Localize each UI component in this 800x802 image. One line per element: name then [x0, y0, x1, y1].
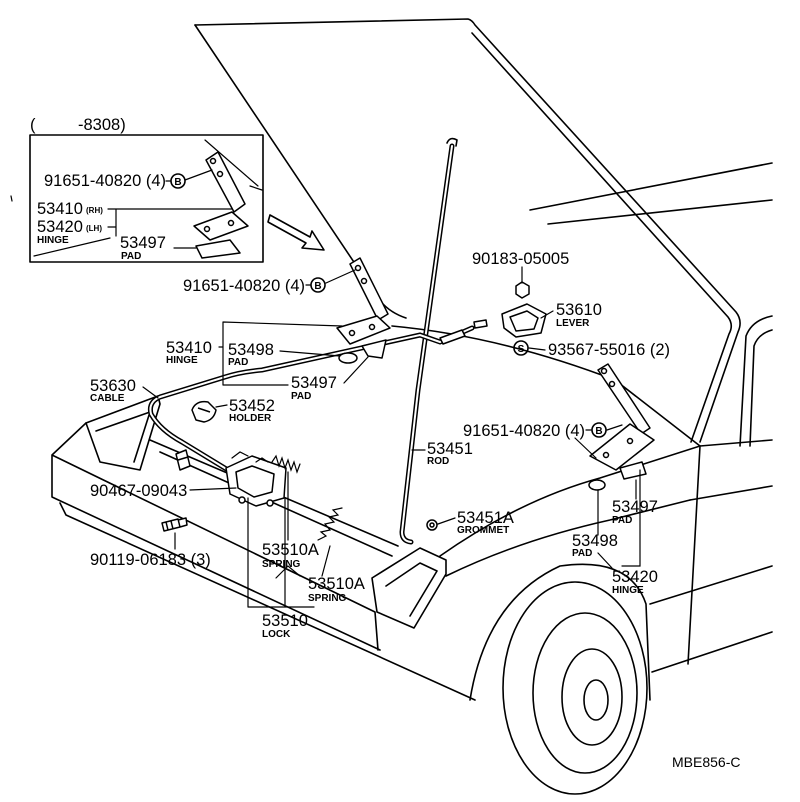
inset-hinge-lh-side: (LH) — [86, 224, 102, 233]
cowl-line — [391, 325, 701, 447]
bolt-right-mark-letter: B — [595, 426, 602, 437]
inset-hinge — [193, 151, 249, 241]
lever-part: 53610 — [556, 301, 602, 319]
spring-upper-name: SPRING — [262, 559, 301, 570]
spring-upper — [271, 454, 301, 474]
bolt-left-mark-letter: B — [314, 281, 321, 292]
pad-53497-left — [361, 339, 387, 359]
inset-bolt-part: 91651-40820 (4) — [44, 172, 166, 190]
inset-bolt-mark-letter: B — [174, 177, 181, 188]
inset-leaders — [107, 169, 233, 249]
inset-range-open: ( — [30, 116, 36, 134]
cable-name: CABLE — [90, 393, 125, 404]
right-headlight — [371, 547, 447, 629]
inset-pad-name: PAD — [121, 251, 141, 262]
pad-53497-left-part: 53497 — [291, 374, 337, 392]
front-wheel — [502, 581, 648, 795]
spring-lower-name: SPRING — [308, 593, 347, 604]
cable-holder — [191, 400, 217, 423]
lever-name: LEVER — [556, 318, 590, 329]
right-fender — [439, 445, 701, 577]
grommet — [426, 519, 438, 531]
bolt-90119 — [161, 517, 188, 532]
left-hinge — [336, 257, 391, 345]
bolt-90183 — [515, 281, 530, 299]
hood-lock — [225, 451, 287, 507]
hinge-53410-part: 53410 — [166, 339, 212, 357]
pad-53498-right-name: PAD — [572, 548, 592, 559]
cable-part: 53630 — [90, 377, 136, 395]
inset-bolt-mark: B — [170, 173, 186, 189]
grommet-name: GROMMET — [457, 525, 509, 536]
front-bumper — [51, 422, 476, 701]
pointer-arrow — [267, 214, 325, 251]
inset-range-close: -8308) — [78, 116, 126, 134]
hinge-53410-name: HINGE — [166, 355, 198, 366]
holder-name: HOLDER — [229, 413, 272, 424]
rod — [399, 137, 458, 545]
windshield — [529, 162, 773, 225]
rod-name: ROD — [427, 456, 449, 467]
pad-53497-left-name: PAD — [291, 391, 311, 402]
lock-part: 53510 — [262, 612, 308, 630]
bolt-right-mark: B — [591, 422, 607, 438]
pad-53497-right-name: PAD — [612, 515, 632, 526]
body-side — [649, 439, 773, 673]
inset-hinge-name: HINGE — [37, 235, 69, 246]
holder-part: 53452 — [229, 397, 275, 415]
a-pillar — [739, 315, 773, 447]
screw-93567-mark: S — [513, 340, 529, 356]
bolt-left-part: 91651-40820 (4) — [183, 277, 305, 295]
inset-early-model: B — [29, 134, 264, 263]
spring-lower-part: 53510A — [308, 575, 365, 593]
pad-53498-right-part: 53498 — [572, 532, 618, 550]
hinge-53420-name: HINGE — [612, 585, 644, 596]
bolt-90183-part: 90183-05005 — [472, 250, 569, 268]
pad-53498-left-part: 53498 — [228, 341, 274, 359]
pad-53498-right — [588, 479, 606, 491]
car-body — [51, 18, 773, 795]
pad-53498-left — [338, 352, 358, 364]
screw-93567-part: 93567-55016 (2) — [548, 341, 670, 359]
hood-inner-edge — [471, 32, 733, 443]
bolt-90119-part: 90119-06183 (3) — [90, 551, 211, 569]
bolt-left-mark: B — [310, 277, 326, 293]
rod-part: 53451 — [427, 440, 473, 458]
grommet-part: 53451A — [457, 509, 514, 527]
inset-hinge-rh-side: (RH) — [86, 206, 103, 215]
spring-upper-part: 53510A — [262, 541, 319, 559]
hood-outline — [194, 18, 741, 443]
lock-name: LOCK — [262, 629, 291, 640]
cable — [147, 319, 488, 473]
inset-frame — [29, 134, 264, 263]
hinge-53420-part: 53420 — [612, 568, 658, 586]
spring-lower — [317, 507, 343, 541]
bolt-right-part: 91651-40820 (4) — [463, 422, 585, 440]
inset-hinge-rh-part: 53410 — [37, 200, 83, 218]
hood-lever — [501, 303, 547, 338]
clip-90467-part: 90467-09043 — [90, 482, 187, 500]
right-hinge — [589, 363, 655, 471]
clip-90467 — [175, 449, 191, 471]
inset-pad — [195, 239, 241, 259]
stray-mark — [10, 195, 13, 202]
pad-53497-right-part: 53497 — [612, 498, 658, 516]
pad-53498-left-name: PAD — [228, 357, 248, 368]
screw-93567-mark-letter: S — [518, 344, 525, 355]
inset-body-lines — [33, 139, 263, 257]
inset-pad-part: 53497 — [120, 234, 166, 252]
inset-hinge-lh-part: 53420 — [37, 218, 83, 236]
diagram-code: MBE856-C — [672, 754, 740, 770]
leader-lines — [142, 266, 641, 608]
wheel-arch — [469, 563, 651, 701]
